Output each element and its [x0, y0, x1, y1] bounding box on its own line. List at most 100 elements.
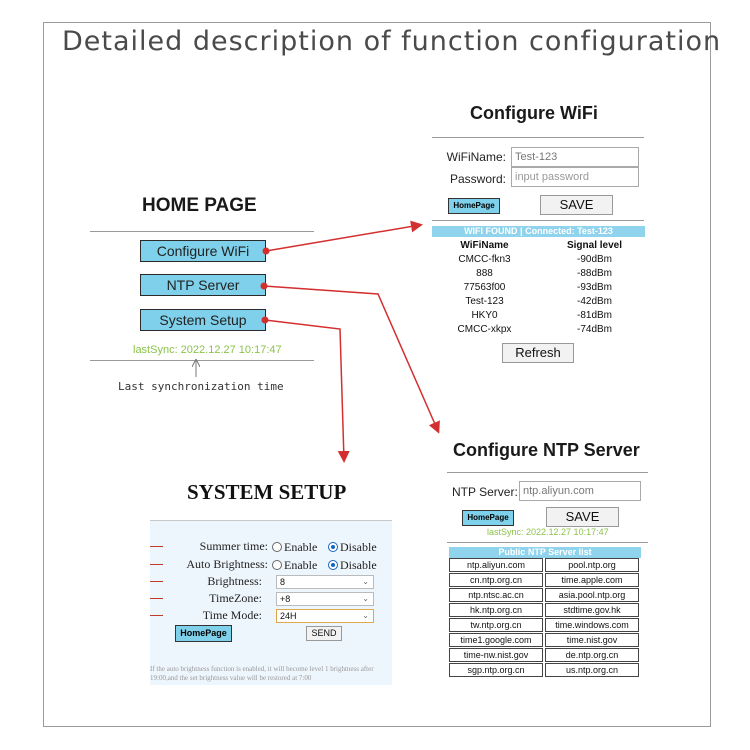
network-signal: -42dBm — [576, 296, 612, 307]
home-heading: HOME PAGE — [142, 195, 257, 216]
wifi-network-row[interactable]: CMCC-xkpx -74dBm — [432, 323, 647, 337]
ntp-server-input[interactable]: ntp.aliyun.com — [519, 481, 641, 501]
ntp-server-label: NTP Server: — [452, 485, 518, 499]
configure-wifi-button[interactable]: Configure WiFi — [140, 240, 266, 262]
timemode-label: Time Mode: — [202, 608, 262, 622]
brightness-label: Brightness: — [207, 574, 262, 588]
ntp-server-item[interactable]: ntp.ntsc.ac.cn — [449, 588, 543, 602]
ntp-server-button[interactable]: NTP Server — [140, 274, 266, 296]
ntp-server-item[interactable]: time1.google.com — [449, 633, 543, 647]
summer-dash — [150, 546, 163, 547]
ntp-server-item[interactable]: sgp.ntp.org.cn — [449, 663, 543, 677]
timemode-select[interactable]: 24H ⌄ — [276, 609, 374, 623]
timemode-dash — [150, 615, 163, 616]
timezone-dash — [150, 598, 163, 599]
chevron-down-icon: ⌄ — [362, 611, 369, 620]
wifi-network-row[interactable]: 77563f00 -93dBm — [432, 281, 647, 295]
disable-label: Disable — [340, 540, 377, 554]
wifi-password-input[interactable]: input password — [511, 167, 639, 187]
ntp-server-item[interactable]: de.ntp.org.cn — [545, 648, 639, 662]
ntp-server-item[interactable]: time.windows.com — [545, 618, 639, 632]
wifi-divider-2 — [432, 220, 644, 221]
ntp-server-item[interactable]: tw.ntp.org.cn — [449, 618, 543, 632]
radio-off-icon — [272, 560, 282, 570]
radio-off-icon — [272, 542, 282, 552]
wifi-status-bar: WIFI FOUND | Connected: Test-123 — [432, 226, 645, 237]
wifi-network-row[interactable]: CMCC-fkn3 -90dBm — [432, 253, 647, 267]
radio-on-icon — [328, 560, 338, 570]
timemode-value: 24H — [280, 611, 297, 621]
ntp-server-item[interactable]: cn.ntp.org.cn — [449, 573, 543, 587]
network-signal: -88dBm — [576, 268, 612, 279]
ntp-server-item[interactable]: stdtime.gov.hk — [545, 603, 639, 617]
wifi-homepage-button[interactable]: HomePage — [448, 198, 500, 214]
wifi-network-row[interactable]: HKY0 -81dBm — [432, 309, 647, 323]
ntp-list-header: Public NTP Server list — [449, 547, 641, 558]
wifi-table-header: WiFiName Signal level — [432, 239, 647, 253]
enable-label: Enable — [284, 540, 318, 554]
ntp-save-button[interactable]: SAVE — [546, 507, 619, 527]
timezone-label: TimeZone: — [209, 591, 262, 605]
network-name: HKY0 — [471, 310, 498, 321]
timezone-select[interactable]: +8⌄ — [276, 592, 374, 606]
ntp-server-item[interactable]: asia.pool.ntp.org — [545, 588, 639, 602]
network-signal: -93dBm — [576, 282, 612, 293]
wifi-network-row[interactable]: Test-123 -42dBm — [432, 295, 647, 309]
summer-time-label: Summer time: — [199, 539, 268, 553]
ntp-server-item[interactable]: time.nist.gov — [545, 633, 639, 647]
col-wifi-name: WiFiName — [460, 240, 509, 251]
summer-enable-radio[interactable]: Enable — [272, 540, 317, 555]
network-signal: -90dBm — [576, 254, 612, 265]
system-homepage-button[interactable]: HomePage — [175, 625, 232, 642]
arrow-to-system — [261, 316, 350, 463]
enable-label: Enable — [284, 558, 318, 572]
wifi-password-label: Password: — [449, 172, 506, 186]
wifi-networks-table: WiFiName Signal level CMCC-fkn3 -90dBm 8… — [432, 239, 647, 339]
home-last-sync: lastSync: 2022.12.27 10:17:47 — [133, 344, 282, 356]
ntp-divider-2 — [447, 542, 648, 543]
ntp-heading: Configure NTP Server — [453, 440, 640, 460]
network-name: 888 — [476, 268, 493, 279]
ntp-homepage-button[interactable]: HomePage — [462, 510, 514, 526]
wifi-refresh-button[interactable]: Refresh — [502, 343, 574, 363]
network-name: CMCC-fkn3 — [458, 254, 511, 265]
auto-dash — [150, 564, 163, 565]
ntp-server-item[interactable]: time.apple.com — [545, 573, 639, 587]
wifi-divider — [432, 137, 644, 138]
network-signal: -74dBm — [576, 324, 612, 335]
auto-disable-radio[interactable]: Disable — [328, 558, 377, 573]
chevron-down-icon: ⌄ — [362, 594, 369, 603]
ntp-server-item[interactable]: hk.ntp.org.cn — [449, 603, 543, 617]
auto-brightness-label: Auto Brightness: — [186, 557, 268, 571]
disable-label: Disable — [340, 558, 377, 572]
system-heading: SYSTEM SETUP — [187, 480, 347, 504]
col-signal-level: Signal level — [566, 240, 623, 251]
ntp-server-list: ntp.aliyun.com pool.ntp.org cn.ntp.org.c… — [448, 558, 640, 677]
wifi-name-input[interactable]: Test-123 — [511, 147, 639, 167]
ntp-server-item[interactable]: us.ntp.org.cn — [545, 663, 639, 677]
ntp-server-item[interactable]: time-nw.nist.gov — [449, 648, 543, 662]
arrow-to-ntp — [260, 282, 440, 434]
chevron-down-icon: ⌄ — [362, 577, 369, 586]
ntp-server-item[interactable]: ntp.aliyun.com — [449, 558, 543, 572]
system-setup-button[interactable]: System Setup — [140, 309, 266, 331]
wifi-network-row[interactable]: 888 -88dBm — [432, 267, 647, 281]
ntp-divider — [447, 472, 648, 473]
network-name: CMCC-xkpx — [457, 324, 512, 335]
system-divider — [150, 520, 392, 521]
network-name: 77563f00 — [463, 282, 506, 293]
summer-disable-radio[interactable]: Disable — [328, 540, 377, 555]
wifi-save-button[interactable]: SAVE — [540, 195, 613, 215]
radio-on-icon — [328, 542, 338, 552]
wifi-name-label: WiFiName: — [446, 150, 506, 164]
ntp-server-item[interactable]: pool.ntp.org — [545, 558, 639, 572]
auto-enable-radio[interactable]: Enable — [272, 558, 317, 573]
page-title: Detailed description of function configu… — [62, 26, 722, 57]
home-divider-top — [90, 231, 314, 232]
wifi-heading: Configure WiFi — [470, 103, 598, 123]
brightness-value: 8 — [280, 577, 286, 587]
brightness-select[interactable]: 8⌄ — [276, 575, 374, 589]
network-name: Test-123 — [465, 296, 504, 307]
system-send-button[interactable]: SEND — [306, 626, 342, 641]
